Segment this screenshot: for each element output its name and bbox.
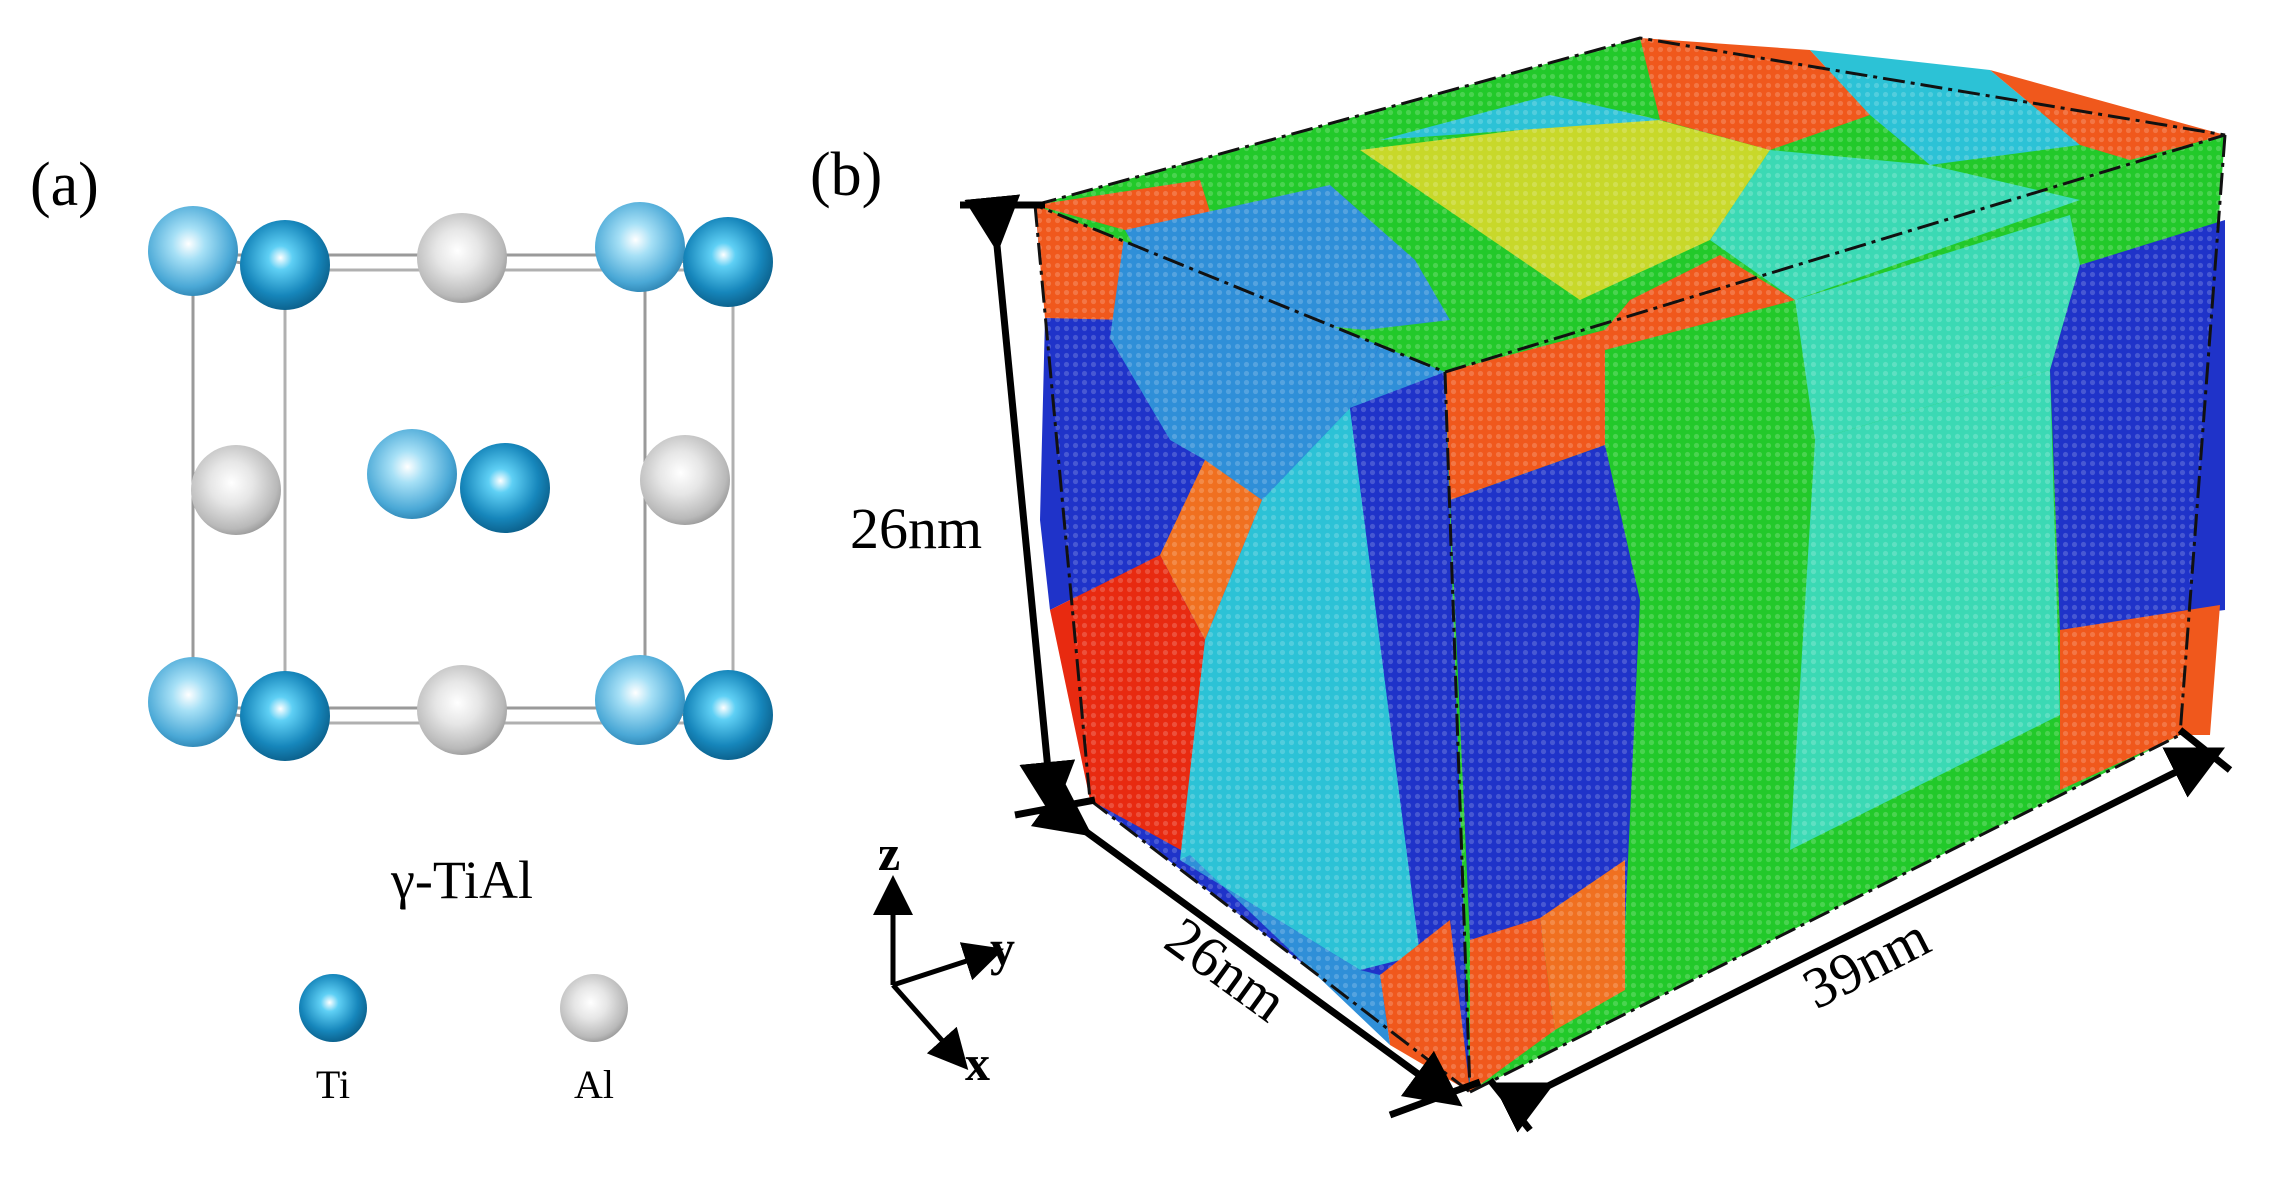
unit-cell [148, 202, 773, 761]
width-arrow [1492, 747, 2226, 1133]
z-axis-label: z [878, 825, 900, 881]
ti-atom [240, 220, 330, 310]
depth-arrow [1030, 780, 1463, 1107]
atom-texture [1035, 38, 2225, 372]
al-atom-icon [560, 974, 628, 1042]
width-label: 39nm [1793, 904, 1940, 1022]
box-edge [1443, 371, 1472, 1093]
ti-atom [148, 657, 238, 747]
y-axis-arrow [892, 942, 1005, 988]
ti-atom-icon [299, 974, 367, 1042]
dimension-markers [960, 194, 2233, 1133]
al-atom [417, 665, 507, 755]
ti-atom [595, 655, 685, 745]
x-axis-arrow [891, 983, 969, 1070]
height-arrow [964, 194, 1076, 818]
x-axis-label: x [965, 1035, 990, 1091]
ti-atom [148, 206, 238, 296]
atom-legend: Ti Al [299, 974, 628, 1107]
panel-b-label: (b) [810, 141, 882, 209]
ti-atom [683, 670, 773, 760]
al-atom [640, 435, 730, 525]
height-label: 26nm [850, 496, 982, 561]
ti-atom [367, 429, 457, 519]
box-edge [2178, 134, 2227, 736]
cell-front-frame [283, 268, 735, 725]
box-edge [1033, 204, 1092, 801]
tick-line [1487, 1077, 1533, 1133]
ti-atom [460, 443, 550, 533]
al-atom [191, 445, 281, 535]
structure-name: γ-TiAl [390, 850, 533, 910]
legend-al-label: Al [574, 1062, 614, 1107]
panel-a: (a) γ- [30, 151, 773, 1107]
panel-b: (b) [810, 36, 2233, 1133]
panel-a-label: (a) [30, 151, 99, 219]
ti-atom [240, 671, 330, 761]
ti-atom [595, 202, 685, 292]
y-axis-label: y [990, 920, 1015, 976]
legend-ti-label: Ti [316, 1062, 350, 1107]
tick-line [1014, 796, 1096, 819]
al-atom [417, 213, 507, 303]
coordinate-axes [873, 875, 1005, 1070]
ti-atom [683, 217, 773, 307]
